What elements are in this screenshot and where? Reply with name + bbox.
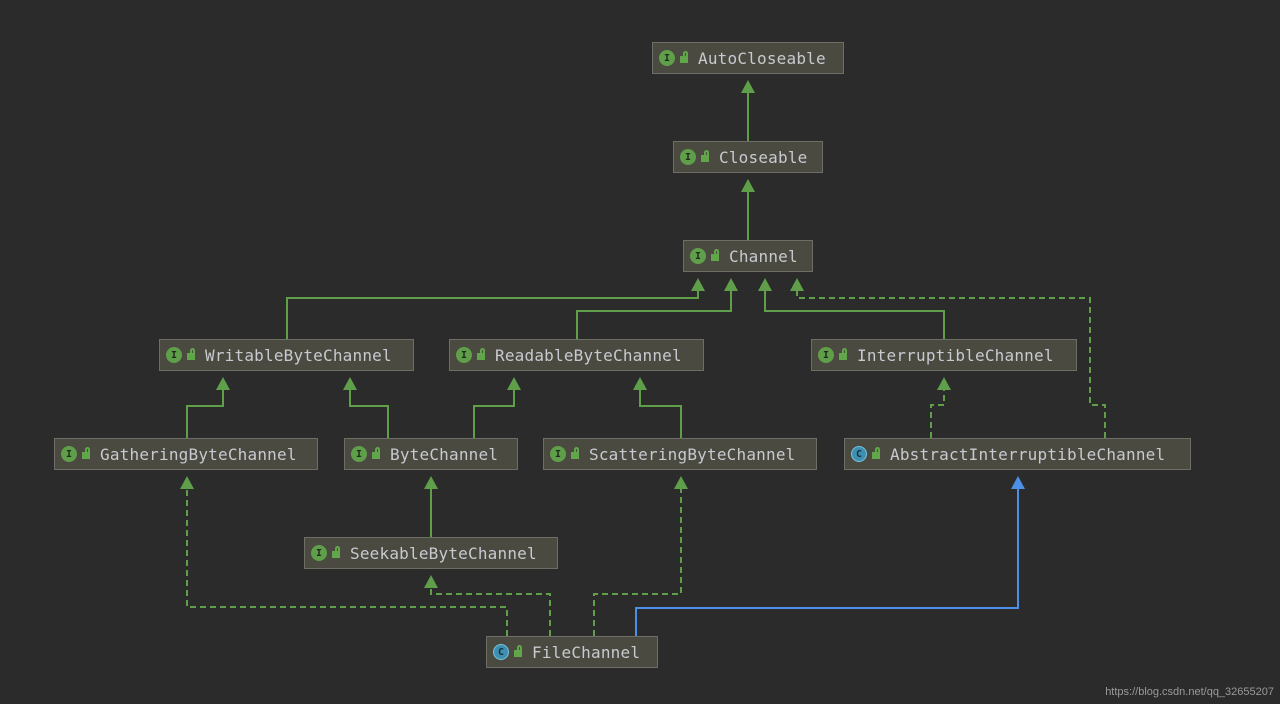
arrowhead-filechannel-to-seekable — [424, 575, 438, 588]
edge-readable-to-channel — [576, 288, 732, 339]
node-interruptiblechannel[interactable]: I InterruptibleChannel — [811, 339, 1077, 371]
edge-writable-to-channel — [286, 288, 699, 339]
node-label: AbstractInterruptibleChannel — [890, 444, 1166, 464]
node-readablebytechannel[interactable]: I ReadableByteChannel — [449, 339, 704, 371]
edge-abstractinterruptible-to-interruptible — [930, 387, 945, 438]
edge-gathering-to-writable — [186, 387, 224, 438]
node-label: WritableByteChannel — [205, 345, 392, 365]
interface-icon: I — [690, 248, 706, 264]
interface-icon: I — [550, 446, 566, 462]
node-label: AutoCloseable — [698, 48, 826, 68]
interface-icon: I — [351, 446, 367, 462]
interface-icon: I — [166, 347, 182, 363]
node-label: ByteChannel — [390, 444, 499, 464]
arrowhead-filechannel-to-scattering — [674, 476, 688, 489]
arrowhead-filechannel-to-gathering — [180, 476, 194, 489]
arrowhead-readable-to-channel — [724, 278, 738, 291]
arrowhead-filechannel-to-abstractinterruptible — [1011, 476, 1025, 489]
arrowhead-writable-to-channel — [691, 278, 705, 291]
node-scatteringbytechannel[interactable]: I ScatteringByteChannel — [543, 438, 817, 470]
interface-icon: I — [61, 446, 77, 462]
lock-icon — [332, 546, 340, 558]
arrowhead-channel-to-closeable — [741, 179, 755, 192]
edge-scattering-to-readable — [639, 387, 682, 438]
arrowhead-closeable-to-autocloseable — [741, 80, 755, 93]
lock-icon — [514, 645, 522, 657]
node-label: ReadableByteChannel — [495, 345, 682, 365]
interface-icon: I — [680, 149, 696, 165]
edge-filechannel-to-scattering — [593, 486, 682, 636]
lock-icon — [872, 447, 880, 459]
interface-icon: I — [818, 347, 834, 363]
lock-icon — [372, 447, 380, 459]
interface-icon: I — [456, 347, 472, 363]
arrowhead-seekable-to-bytechannel — [424, 476, 438, 489]
node-writablebytechannel[interactable]: I WritableByteChannel — [159, 339, 414, 371]
arrowhead-abstractinterruptible-to-channel — [790, 278, 804, 291]
arrowhead-interruptible-to-channel — [758, 278, 772, 291]
lock-icon — [701, 150, 709, 162]
class-icon: C — [493, 644, 509, 660]
lock-icon — [82, 447, 90, 459]
node-closeable[interactable]: I Closeable — [673, 141, 823, 173]
node-autocloseable[interactable]: I AutoCloseable — [652, 42, 844, 74]
lock-icon — [839, 348, 847, 360]
arrowhead-bytechannel-to-readable — [507, 377, 521, 390]
node-filechannel[interactable]: C FileChannel — [486, 636, 658, 668]
node-label: SeekableByteChannel — [350, 543, 537, 563]
arrowhead-scattering-to-readable — [633, 377, 647, 390]
arrowhead-gathering-to-writable — [216, 377, 230, 390]
node-gatheringbytechannel[interactable]: I GatheringByteChannel — [54, 438, 318, 470]
edge-bytechannel-to-writable — [349, 387, 389, 438]
edge-filechannel-to-gathering — [186, 486, 508, 636]
lock-icon — [187, 348, 195, 360]
node-label: FileChannel — [532, 642, 641, 662]
node-seekablebytechannel[interactable]: I SeekableByteChannel — [304, 537, 558, 569]
node-label: Channel — [729, 246, 798, 266]
lock-icon — [477, 348, 485, 360]
interface-icon: I — [311, 545, 327, 561]
node-label: InterruptibleChannel — [857, 345, 1054, 365]
lock-icon — [711, 249, 719, 261]
interface-icon: I — [659, 50, 675, 66]
node-abstractinterruptiblechannel[interactable]: C AbstractInterruptibleChannel — [844, 438, 1191, 470]
lock-icon — [571, 447, 579, 459]
edge-filechannel-to-seekable — [430, 585, 551, 636]
class-icon: C — [851, 446, 867, 462]
node-label: ScatteringByteChannel — [589, 444, 796, 464]
arrowhead-abstractinterruptible-to-interruptible — [937, 377, 951, 390]
edge-bytechannel-to-readable — [473, 387, 515, 438]
node-label: GatheringByteChannel — [100, 444, 297, 464]
node-bytechannel[interactable]: I ByteChannel — [344, 438, 518, 470]
edge-interruptible-to-channel — [764, 288, 945, 339]
edge-filechannel-to-abstractinterruptible — [635, 486, 1019, 636]
node-label: Closeable — [719, 147, 808, 167]
node-channel[interactable]: I Channel — [683, 240, 813, 272]
edge-abstractinterruptible-to-channel — [796, 288, 1106, 438]
lock-icon — [680, 51, 688, 63]
arrowhead-bytechannel-to-writable — [343, 377, 357, 390]
watermark-url: https://blog.csdn.net/qq_32655207 — [1105, 686, 1274, 698]
